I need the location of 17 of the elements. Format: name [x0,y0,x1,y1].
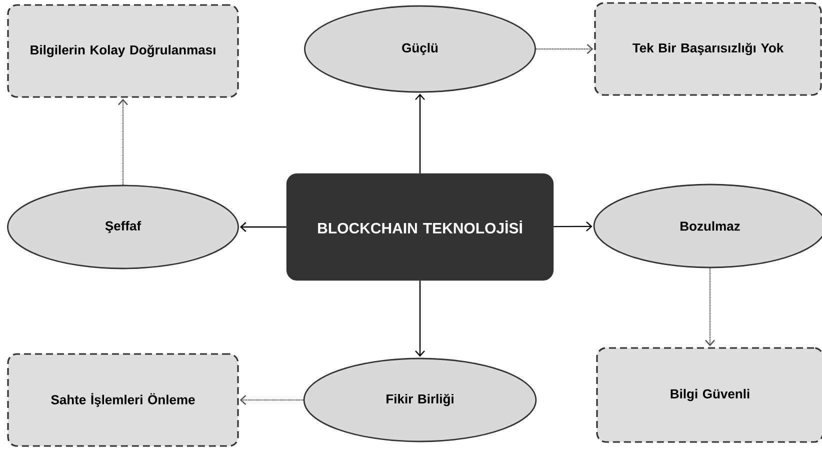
arrow [240,222,286,232]
central-box: BLOCKCHAIN TEKNOLOJİSİ [286,173,554,281]
arrow [118,98,128,185]
ellipse-node: Bozulmaz [593,184,822,268]
ellipse-node: Fikir Birliği [303,358,537,442]
arrow [536,44,594,54]
dashed-box: Sahte İşlemleri Önleme [7,353,239,447]
arrow [240,395,304,405]
arrow [415,94,425,174]
dashed-box: Bilgi Güvenli [596,347,822,443]
ellipse-node: Güçlü [304,5,536,93]
arrow [705,268,715,346]
arrow [415,280,425,357]
arrow [554,221,592,232]
ellipse-node: Şeffaf [7,184,239,270]
dashed-box: Bilgilerin Kolay Doğrulanması [7,4,239,98]
dashed-box: Tek Bir Başarısızlığı Yok [594,2,822,96]
